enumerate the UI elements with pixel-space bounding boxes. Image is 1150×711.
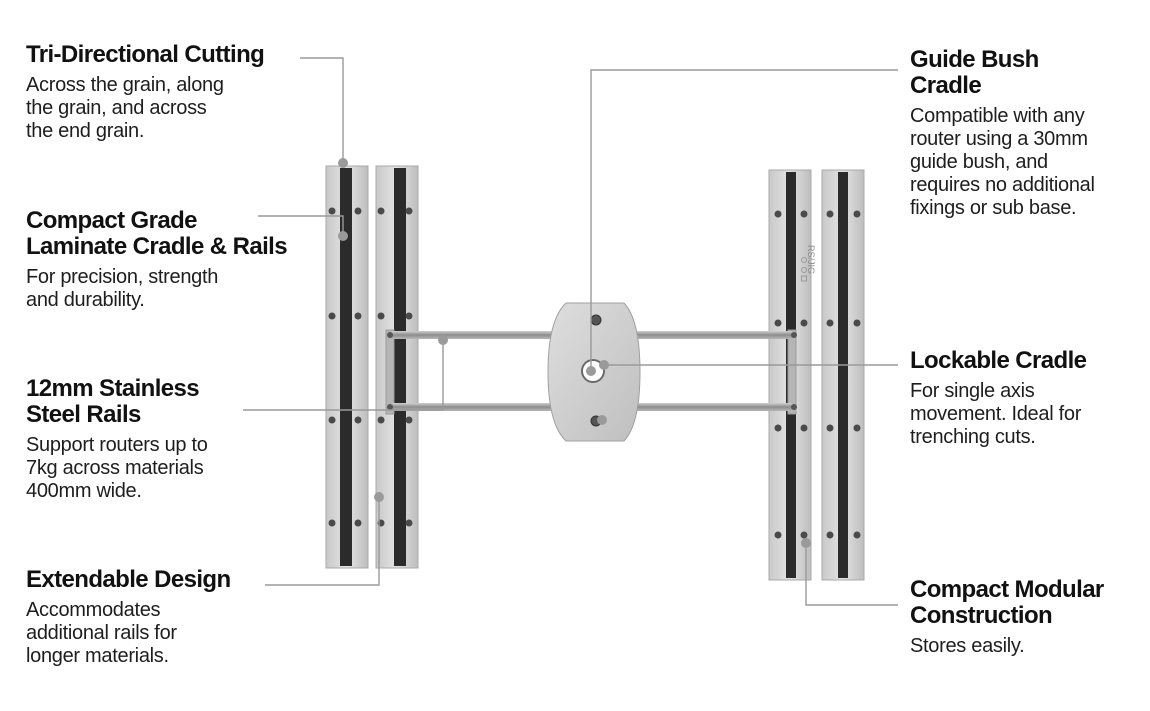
feature-stainless-steel-rails: 12mm Stainless Steel Rails Support route… (26, 376, 208, 503)
feature-description: For precision, strength and durability. (26, 266, 219, 311)
left-outer-rail-groove (340, 168, 352, 566)
feature-compact-modular-construction: Compact Modular Construction Stores easi… (910, 577, 1104, 658)
leader-extendable (265, 497, 380, 586)
left-inner-rail-groove (394, 168, 406, 566)
leader-lines (243, 57, 898, 606)
feature-title: Compact Modular Construction (910, 576, 1104, 629)
left-rail-assembly (325, 165, 419, 569)
feature-title: Lockable Cradle (910, 347, 1087, 374)
right-outer-rail-groove (838, 172, 848, 578)
marking-symbols-icon (801, 257, 807, 282)
feature-tri-directional-cutting: Tri-Directional Cutting Across the grain… (26, 41, 265, 143)
feature-guide-bush-cradle: Guide Bush Cradle Compatible with any ro… (910, 47, 1095, 220)
left-rail-screws (328, 207, 413, 527)
dot-lockable (599, 360, 609, 370)
leader-guide-bush (590, 69, 898, 371)
feature-description: Across the grain, along the grain, and a… (26, 74, 224, 142)
feature-title: Compact Grade Laminate Cradle & Rails (26, 207, 288, 260)
feature-description: Stores easily. (910, 635, 1025, 657)
dot-extendable (374, 492, 384, 502)
leader-stainless-rails (243, 340, 444, 411)
dot-stainless-rails (438, 335, 448, 345)
right-rail-assembly: RS/JIG (768, 169, 865, 581)
feature-description: Accommodates additional rails for longer… (26, 599, 177, 667)
dot-modular (801, 538, 811, 548)
feature-title: Extendable Design (26, 566, 231, 593)
leader-compact-grade (258, 215, 344, 236)
leader-tri-directional (300, 57, 344, 163)
feature-description: For single axis movement. Ideal for tren… (910, 380, 1082, 448)
feature-title: Tri-Directional Cutting (26, 41, 265, 68)
feature-lockable-cradle: Lockable Cradle For single axis movement… (910, 347, 1087, 449)
cradle-top-screw (590, 314, 602, 326)
feature-title: 12mm Stainless Steel Rails (26, 375, 200, 428)
right-rod-end-block (787, 329, 797, 415)
feature-description: Support routers up to 7kg across materia… (26, 434, 208, 502)
feature-compact-grade-laminate: Compact Grade Laminate Cradle & Rails Fo… (26, 207, 288, 312)
leader-dots (338, 158, 811, 548)
feature-title: Guide Bush Cradle (910, 46, 1039, 99)
left-rod-end-block (385, 329, 395, 415)
right-rail-screws (774, 210, 861, 539)
leader-modular (805, 543, 898, 606)
feature-description: Compatible with any router using a 30mm … (910, 105, 1095, 219)
product-marking: RS/JIG (806, 245, 816, 274)
dot-tri-directional (338, 158, 348, 168)
dot-lock-lower (597, 415, 607, 425)
dot-guide-bush (586, 366, 596, 376)
feature-extendable-design: Extendable Design Accommodates additiona… (26, 567, 231, 668)
dot-compact-grade (338, 231, 348, 241)
